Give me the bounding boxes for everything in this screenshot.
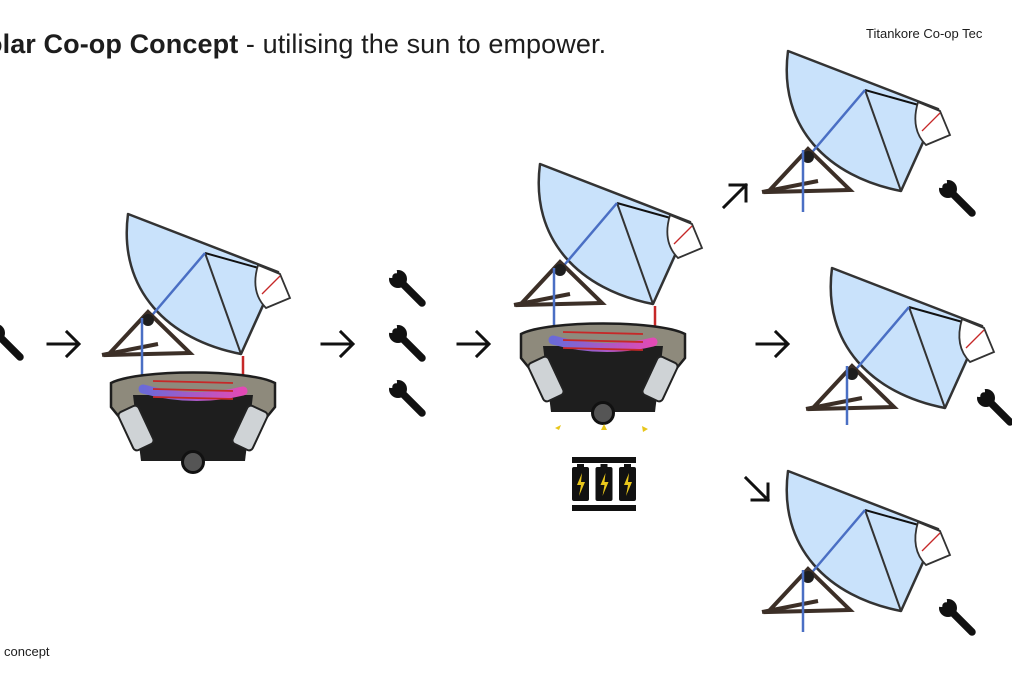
wrench-icon xyxy=(935,176,972,213)
arrow-right-icon xyxy=(320,330,355,358)
battery-bank-icon xyxy=(572,457,636,511)
arrow-down-right-icon xyxy=(744,476,770,502)
arrow-up-right-icon xyxy=(722,183,748,209)
solar-dish-assembly-top xyxy=(760,49,972,213)
arrow-right-icon xyxy=(456,330,491,358)
arrow-right-icon xyxy=(46,330,81,358)
solar-dish-icon xyxy=(804,266,996,411)
solar-dish-assembly-bottom xyxy=(760,469,972,632)
solar-dish-assembly-2 xyxy=(512,162,704,511)
solar-dish-assembly-middle xyxy=(804,266,1010,425)
page-title: olar Co-op Concept - utilising the sun t… xyxy=(0,29,606,60)
solar-dish-icon xyxy=(512,162,704,307)
solar-dish-icon xyxy=(760,469,952,614)
page-title-rest: - utilising the sun to empower. xyxy=(238,29,607,59)
stirling-engine-icon xyxy=(111,373,275,475)
organization-label: Titankore Co-op Tec xyxy=(866,26,983,41)
solar-dish-assembly-1 xyxy=(100,212,292,475)
stirling-engine-icon xyxy=(521,324,685,426)
solar-dish-icon xyxy=(760,49,952,194)
wrench-icon xyxy=(0,320,20,357)
wrench-icon xyxy=(385,376,422,413)
solar-dish-icon xyxy=(100,212,292,357)
arrow-right-icon xyxy=(755,330,790,358)
wrench-icon xyxy=(385,266,422,303)
wrench-icon xyxy=(935,595,972,632)
wrench-icon xyxy=(385,321,422,358)
page-title-bold: olar Co-op Concept xyxy=(0,29,239,59)
wrench-icon xyxy=(973,385,1010,422)
spark-icon xyxy=(555,424,648,432)
footer-label: concept xyxy=(4,644,50,659)
